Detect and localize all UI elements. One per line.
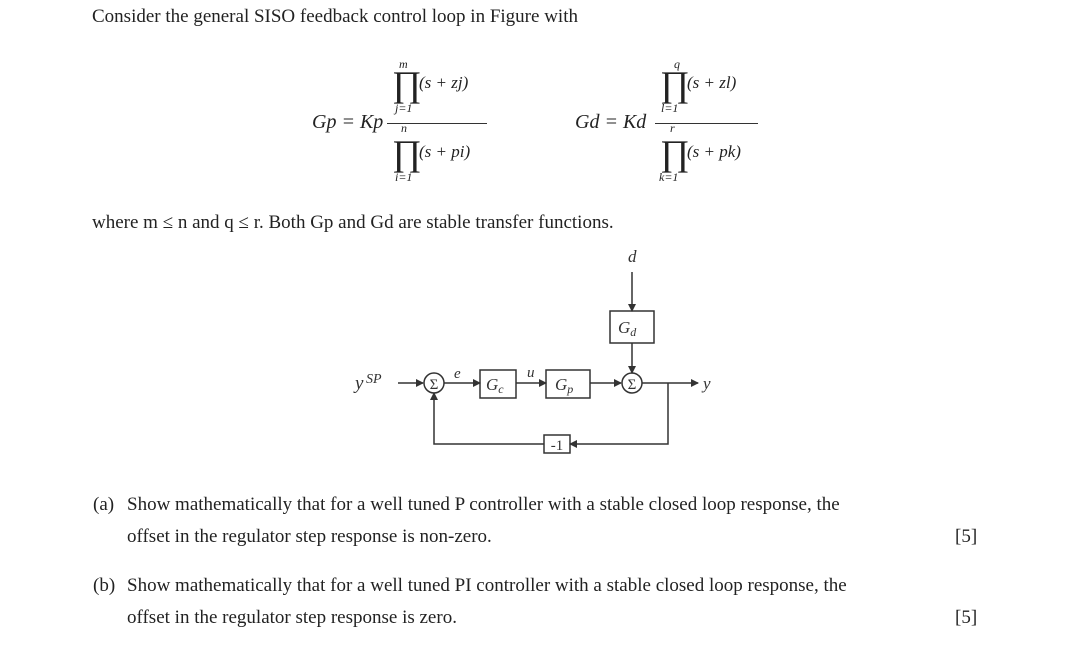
feedback-line-right: [569, 383, 669, 448]
gp-fraction-bar: [387, 123, 487, 124]
feedback-gain-label: -1: [551, 438, 564, 454]
gp-block-label: Gp: [555, 375, 573, 396]
gd-num-product-symbol: ∏: [660, 64, 690, 104]
question-a-line1: Show mathematically that for a well tune…: [127, 494, 840, 515]
gd-num-lower-limit: l=1: [661, 101, 679, 115]
feedback-line-left: [430, 392, 544, 445]
gc-block-label: Gc: [486, 375, 504, 396]
gp-num-upper-limit: m: [399, 57, 408, 71]
gd-block-label: Gd: [618, 318, 637, 339]
control-label: u: [527, 365, 535, 381]
gc-block: [479, 369, 517, 399]
gd-num-term: (s + zl): [687, 73, 737, 92]
question-a-label: (a): [93, 494, 115, 515]
gp-den-product-symbol: ∏: [392, 133, 422, 173]
gp-den-lower-limit: i=1: [395, 170, 413, 184]
gd-den-term: (s + pk): [687, 142, 741, 161]
gp-den-upper-limit: n: [401, 121, 407, 135]
gd-den-upper-limit: r: [670, 121, 675, 135]
gp-num-product-symbol: ∏: [392, 64, 422, 104]
output-label: y: [701, 374, 711, 393]
where-text: where m ≤ n and q ≤ r. Both Gp and Gd ar…: [92, 212, 614, 233]
gp-lhs: Gp = Kp: [312, 111, 384, 133]
gd-den-lower-limit: k=1: [659, 170, 679, 184]
gp-num-lower-limit: j=1: [395, 101, 413, 115]
gd-fraction-bar: [655, 123, 758, 124]
error-label: e: [454, 366, 461, 382]
question-a-marks: [5]: [955, 526, 978, 547]
sum2-symbol: Σ: [628, 377, 637, 393]
gd-num-upper-limit: q: [674, 57, 680, 71]
question-b-label: (b): [93, 575, 116, 596]
disturbance-label: d: [628, 247, 637, 266]
question-a-line2: offset in the regulator step response is…: [127, 526, 492, 547]
question-b-line2: offset in the regulator step response is…: [127, 607, 457, 628]
question-b-line1: Show mathematically that for a well tune…: [127, 575, 847, 596]
gp-block: [545, 369, 591, 399]
question-b-marks: [5]: [955, 607, 978, 628]
gd-den-product-symbol: ∏: [660, 133, 690, 173]
sum1-symbol: Σ: [430, 377, 439, 393]
setpoint-label-y: y: [353, 373, 364, 394]
intro-text: Consider the general SISO feedback contr…: [92, 6, 578, 27]
gd-lhs: Gd = Kd: [575, 111, 647, 133]
gp-den-term: (s + pi): [419, 142, 471, 161]
setpoint-label-sp: SP: [366, 372, 382, 387]
gp-num-term: (s + zj): [419, 73, 469, 92]
